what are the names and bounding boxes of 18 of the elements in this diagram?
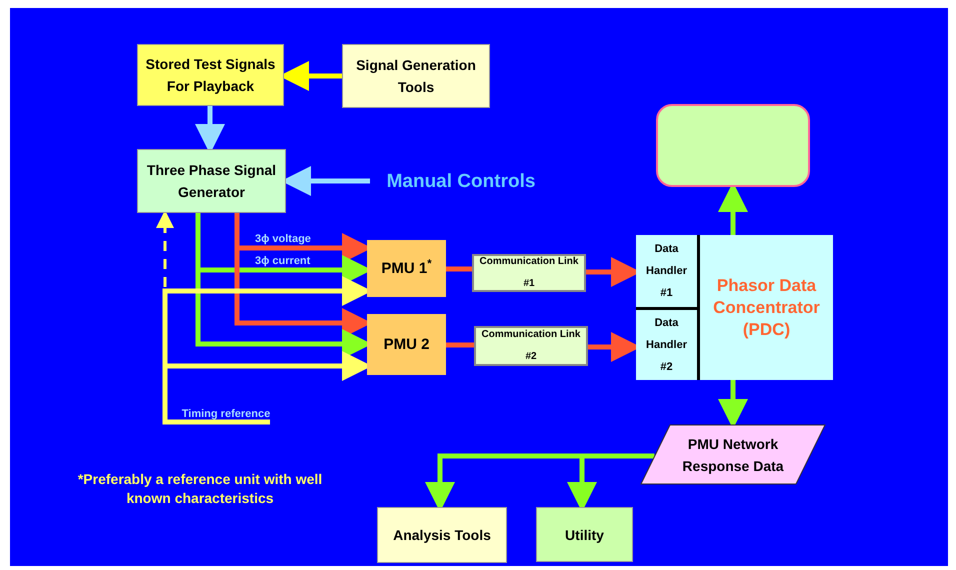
device-box: PMU 2 <box>367 314 446 375</box>
line-label: Timing reference <box>176 406 276 422</box>
process-box: Stored Test Signals For Playback <box>137 44 284 106</box>
concentrator-box: Data Handler #1 Data Handler #2 Phasor Data Concentrator (PDC) <box>636 235 833 380</box>
process-box: Communication Link #1 <box>472 254 586 292</box>
input-label: Manual Controls <box>370 168 552 196</box>
edge-label: 3ϕ current <box>255 255 310 268</box>
footnote: *Preferably a reference unit with well known characteristics <box>76 470 324 508</box>
process-box: Utility <box>536 507 633 562</box>
handler-box: Data Handler #1 <box>636 235 700 310</box>
process-box <box>656 104 810 187</box>
edge-label: 3ϕ voltage <box>255 233 311 246</box>
process-box: Signal Generation Tools <box>342 44 490 108</box>
device-box: PMU 1$^{*}$ <box>367 240 446 297</box>
process-box: Analysis Tools <box>377 507 507 563</box>
data-parallelogram: PMU Network Response Data <box>640 424 826 485</box>
process-box: Three Phase Signal Generator <box>137 149 286 213</box>
process-box: Communication Link #2 <box>474 326 588 366</box>
